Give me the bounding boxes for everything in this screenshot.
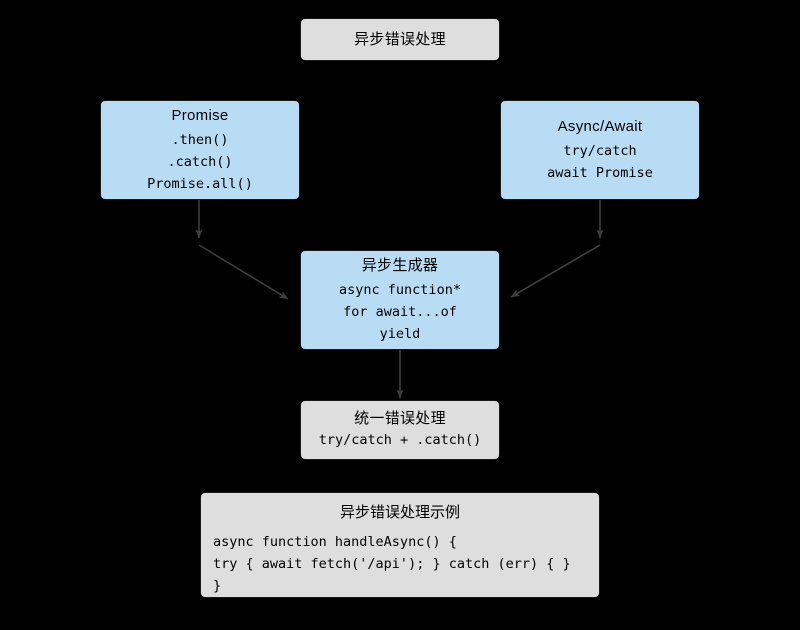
node-promise[interactable]: Promise .then() .catch() Promise.all() <box>100 100 300 200</box>
node-promise-line-2: .catch() <box>167 151 232 173</box>
node-example-code[interactable]: 异步错误处理示例 async function handleAsync() { … <box>200 492 600 598</box>
node-async-await-line-1: try/catch <box>563 140 636 162</box>
node-example-code-line-3: } <box>213 575 587 597</box>
node-promise-line-3: Promise.all() <box>147 173 253 195</box>
node-async-generator-line-2: for await...of <box>343 301 457 323</box>
edge-asyncawait-to-generator <box>511 245 600 297</box>
edge-promise-to-generator <box>199 245 288 299</box>
node-async-generator-line-3: yield <box>380 323 421 345</box>
node-promise-title: Promise <box>171 106 228 125</box>
node-example-code-line-2: try { await fetch('/api'); } catch (err)… <box>213 553 587 575</box>
node-unified-error-handling-title: 统一错误处理 <box>354 409 446 428</box>
node-async-await-title: Async/Await <box>558 117 643 136</box>
node-unified-error-handling[interactable]: 统一错误处理 try/catch + .catch() <box>300 400 500 460</box>
node-root-title: 异步错误处理 <box>354 30 446 49</box>
node-unified-error-handling-line-1: try/catch + .catch() <box>319 429 482 451</box>
node-async-await[interactable]: Async/Await try/catch await Promise <box>500 100 700 200</box>
node-async-await-line-2: await Promise <box>547 162 653 184</box>
node-async-generator[interactable]: 异步生成器 async function* for await...of yie… <box>300 250 500 350</box>
node-example-code-line-1: async function handleAsync() { <box>213 531 587 553</box>
node-promise-line-1: .then() <box>172 129 229 151</box>
node-root[interactable]: 异步错误处理 <box>300 18 500 61</box>
node-example-code-title: 异步错误处理示例 <box>213 503 587 523</box>
node-async-generator-title: 异步生成器 <box>362 256 439 275</box>
node-async-generator-line-1: async function* <box>339 279 461 301</box>
